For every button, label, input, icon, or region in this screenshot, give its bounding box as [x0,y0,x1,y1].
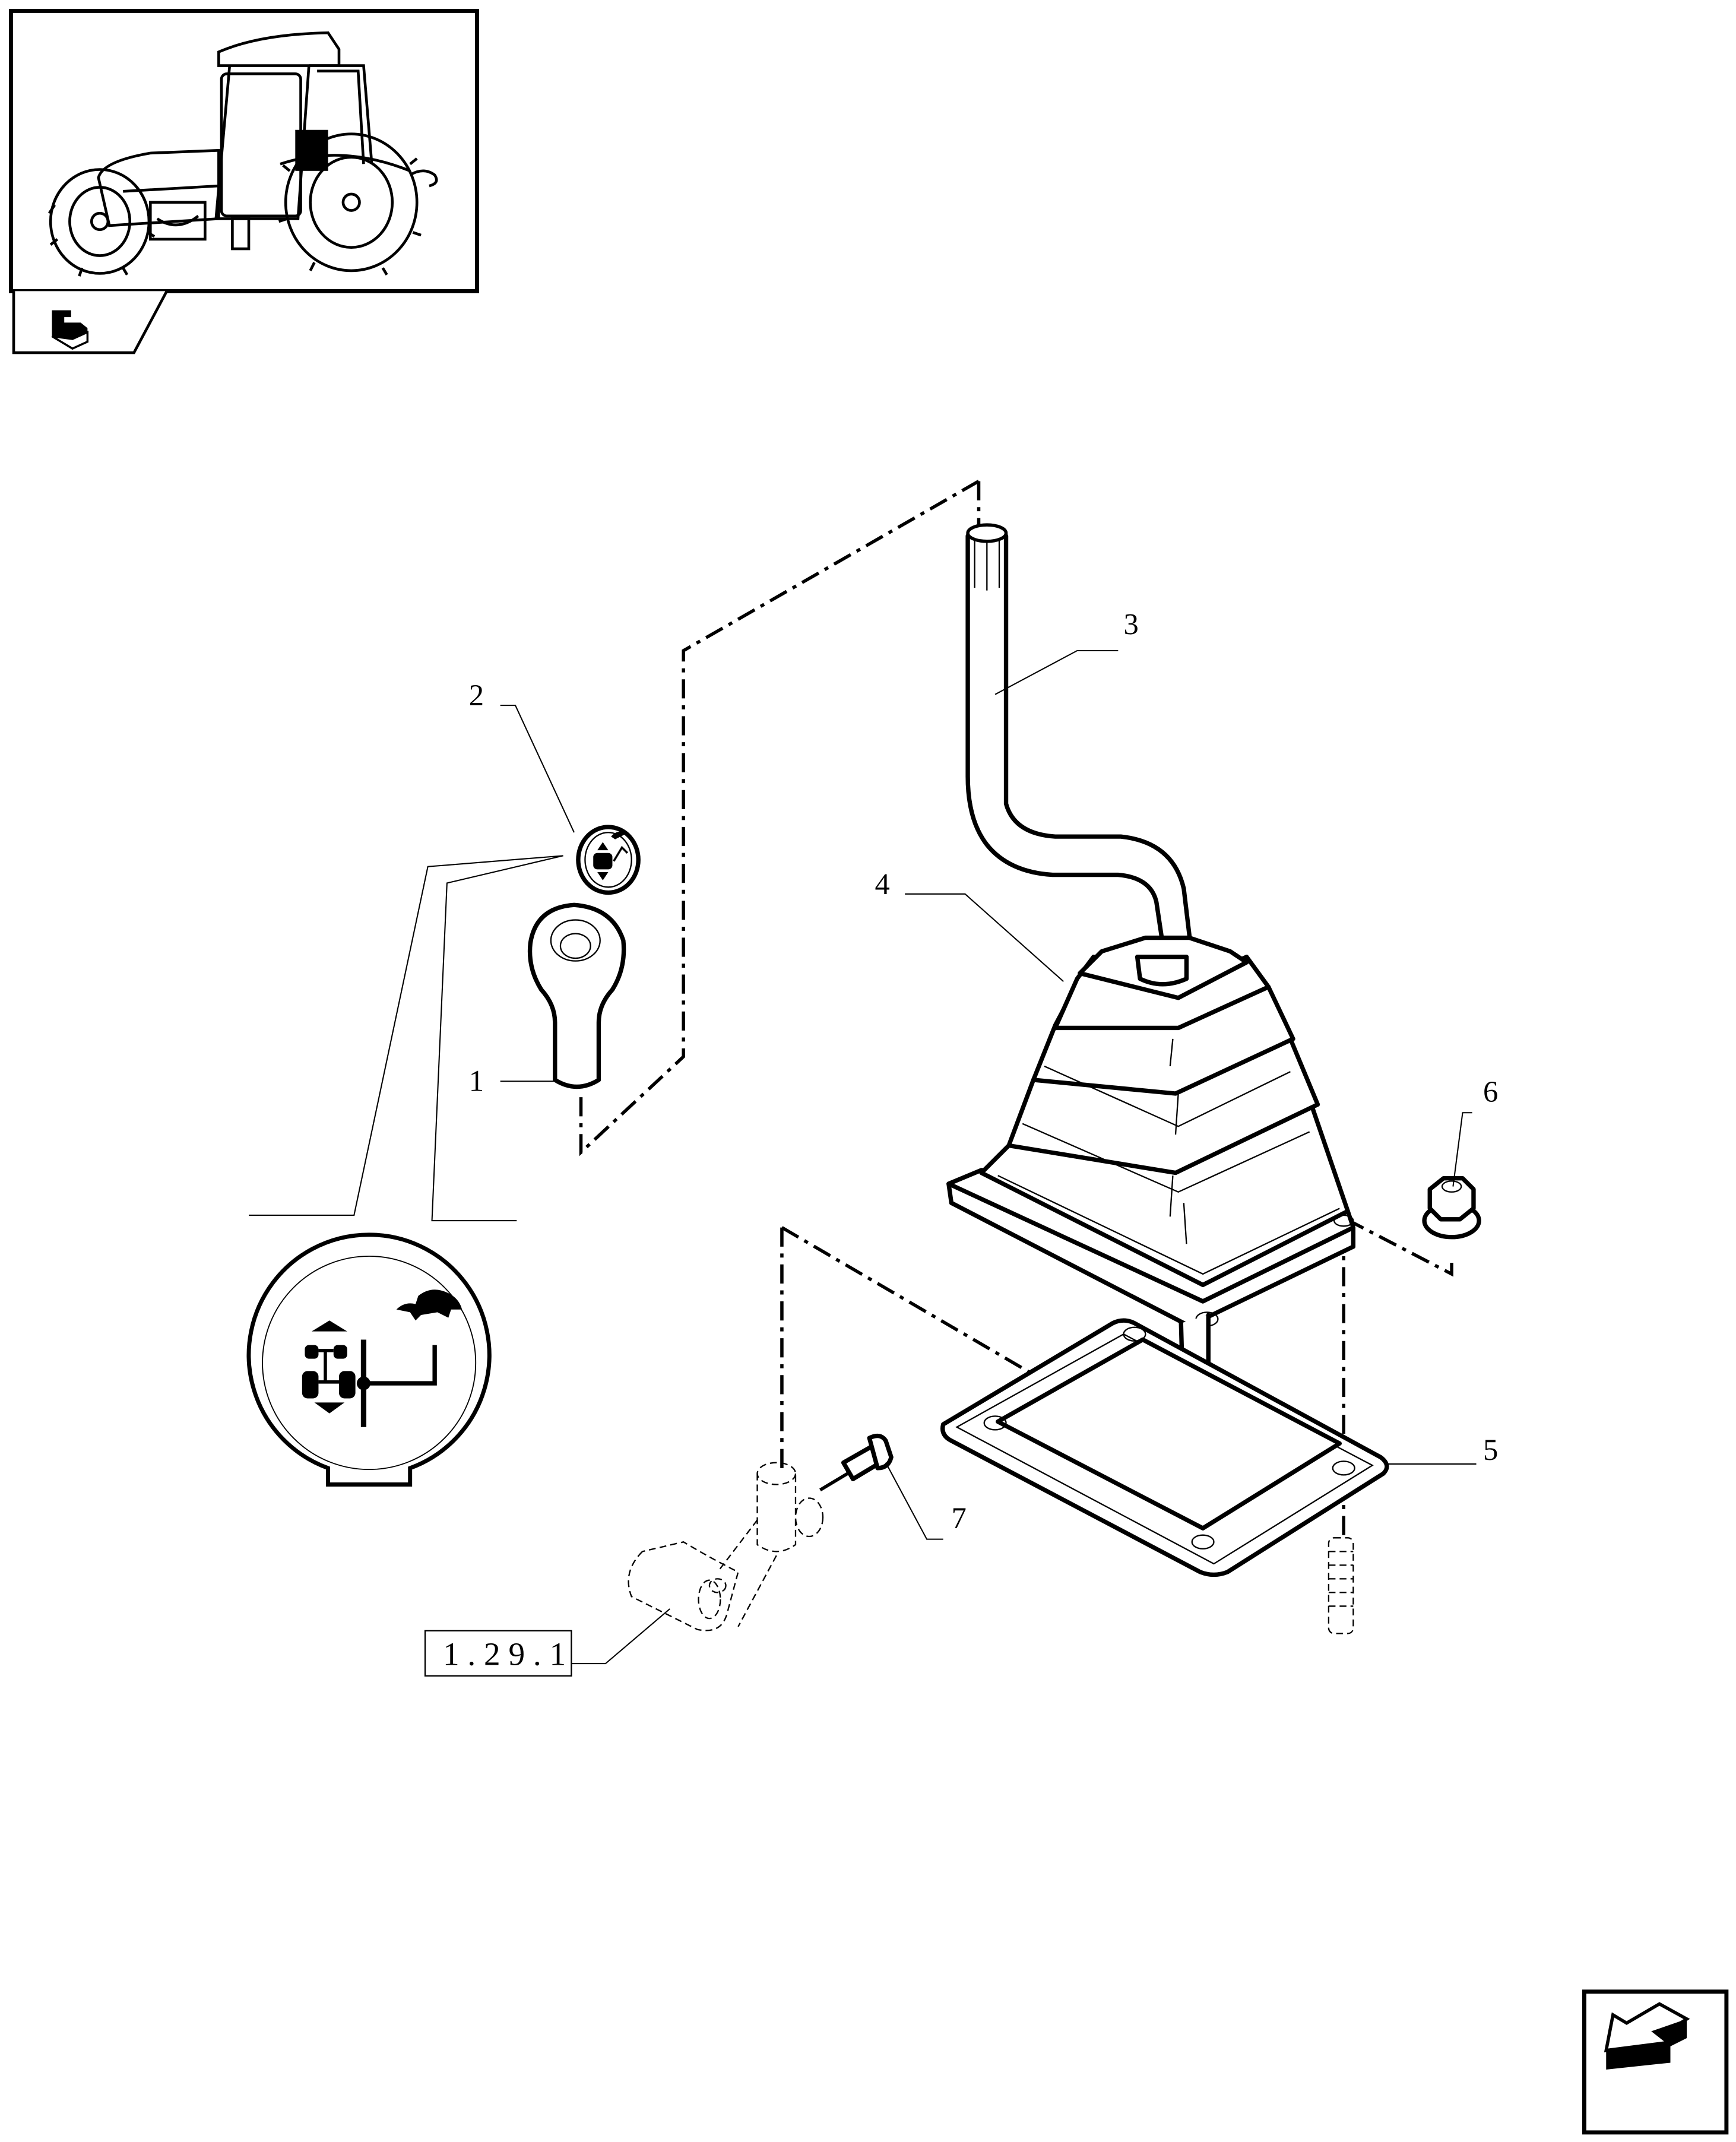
location-highlight [295,129,328,171]
callout-6[interactable]: 6 [1483,1075,1498,1108]
shift-lever[interactable] [965,523,1195,959]
rubber-boot[interactable] [946,935,1356,1428]
tractor-thumbnail[interactable] [8,8,479,293]
callout-4[interactable]: 4 [875,867,890,901]
callout-5[interactable]: 5 [1483,1433,1498,1466]
turtle-icon [396,1289,462,1321]
gasket-plate[interactable] [940,1318,1389,1577]
gear-pattern-icon [356,1339,437,1427]
callout-1[interactable]: 1 [469,1064,484,1097]
callout-2[interactable]: 2 [469,679,484,712]
screw[interactable] [819,1433,894,1492]
arrow-back-icon [1604,2002,1690,2070]
leader-lines [500,649,1477,1665]
back-navigation-button[interactable] [1582,1989,1729,2135]
flange-nut[interactable] [1422,1176,1481,1240]
stud [1328,1537,1354,1634]
decal-small[interactable] [576,825,641,895]
callout-labels: 1 2 3 4 5 6 7 [469,607,1499,1535]
section-tab[interactable] [12,290,168,354]
callout-3[interactable]: 3 [1124,607,1139,641]
reference-label: 1.29.1 [443,1636,574,1672]
linkage-reference-part [628,1462,824,1631]
callout-7[interactable]: 7 [951,1501,966,1535]
decal-detail [246,855,563,1487]
book-hand-icon [51,310,89,350]
four-wheel-drive-icon [302,1320,356,1414]
reference-box[interactable]: 1.29.1 [424,1630,574,1677]
knob[interactable] [527,902,626,1089]
